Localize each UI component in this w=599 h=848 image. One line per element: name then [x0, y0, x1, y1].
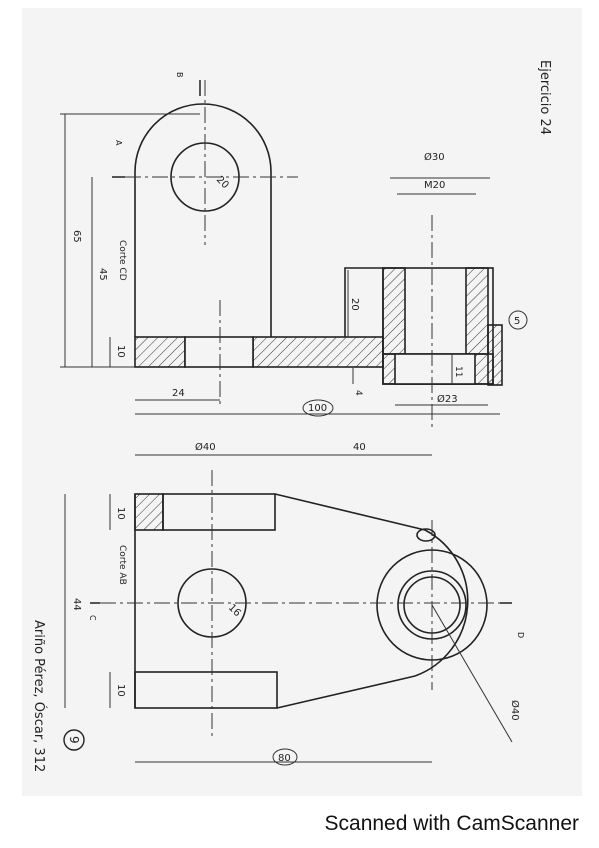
cd-plate-gap: [184, 336, 254, 368]
cd-boss-flange: [487, 324, 503, 386]
ab-wall-top: [162, 493, 276, 531]
ab-arm-bottom: [276, 675, 416, 709]
technical-drawing: Ejercicio 24 Ariño Pérez, Óscar, 312 9 C…: [22, 8, 582, 796]
section-cd-view: [134, 103, 503, 386]
dim-cd-100-circle: [302, 399, 334, 417]
dim-cd-4: 4: [353, 390, 363, 396]
cd-plate-left: [134, 336, 186, 368]
balloon-5-circle: [508, 310, 528, 330]
cut-mark-b: B: [175, 72, 184, 78]
dim-cd-m20: M20: [424, 180, 445, 191]
cut-mark-c: C: [88, 615, 97, 621]
cd-step: [344, 267, 383, 337]
section-cd-label: Corte CD: [117, 240, 127, 281]
cd-lug: [134, 103, 272, 337]
dim-cd-45: 45: [97, 268, 108, 281]
sheet-author: Ariño Pérez, Óscar, 312: [31, 620, 47, 772]
dim-cd-d23: Ø23: [437, 393, 458, 405]
scanner-watermark-text: Scanned with CamScanner: [324, 812, 579, 835]
dim-ab-d40-top: Ø40: [195, 441, 216, 453]
dim-ab-10-top: 10: [115, 507, 126, 520]
ab-dimension-lines: [64, 454, 513, 763]
dim-cd-10: 10: [115, 345, 126, 358]
scanner-watermark-bar: Scanned with CamScanner: [0, 800, 599, 848]
dim-cd-11: 11: [453, 366, 463, 377]
sheet-title: Ejercicio 24: [537, 60, 552, 135]
dim-ab-10-bottom: 10: [115, 684, 126, 697]
dim-ab-80-circle: [272, 748, 298, 766]
cd-boss-left-wall: [382, 267, 406, 355]
dim-cd-24: 24: [172, 388, 185, 399]
dim-ab-80: 80: [278, 753, 291, 764]
cd-plate-right: [252, 336, 384, 368]
cd-boss-right-wall: [465, 267, 489, 355]
dim-ab-40: 40: [353, 442, 366, 453]
ab-wall-top-hatch: [134, 493, 164, 531]
sheet-number: 9: [67, 736, 81, 744]
drawing-sheet: Ejercicio 24 Ariño Pérez, Óscar, 312 9 C…: [22, 8, 582, 796]
cut-mark-d: D: [516, 632, 525, 638]
cd-boss-bore: [394, 353, 476, 385]
dim-cd-d30: Ø30: [424, 151, 445, 163]
balloon-5: 5: [514, 316, 520, 327]
cut-marks: [90, 80, 512, 604]
cd-centerlines: [125, 80, 433, 430]
ab-arm-top: [274, 493, 426, 531]
section-ab-label: Corte AB: [117, 545, 127, 585]
cut-mark-a: A: [114, 140, 123, 146]
dim-cd-20: 20: [349, 298, 360, 311]
ab-tangent-mark: [416, 528, 436, 542]
dim-ab-d40-hub: Ø40: [509, 700, 521, 721]
section-ab-view: [134, 493, 488, 709]
ab-end-arc: [414, 529, 469, 677]
dim-cd-65: 65: [71, 230, 82, 243]
dim-cd-100: 100: [308, 403, 327, 414]
cd-dimension-lines: [60, 113, 500, 415]
paper: [22, 8, 582, 796]
dim-ab-44: 44: [71, 598, 82, 611]
sheet-number-circle: [63, 729, 85, 751]
